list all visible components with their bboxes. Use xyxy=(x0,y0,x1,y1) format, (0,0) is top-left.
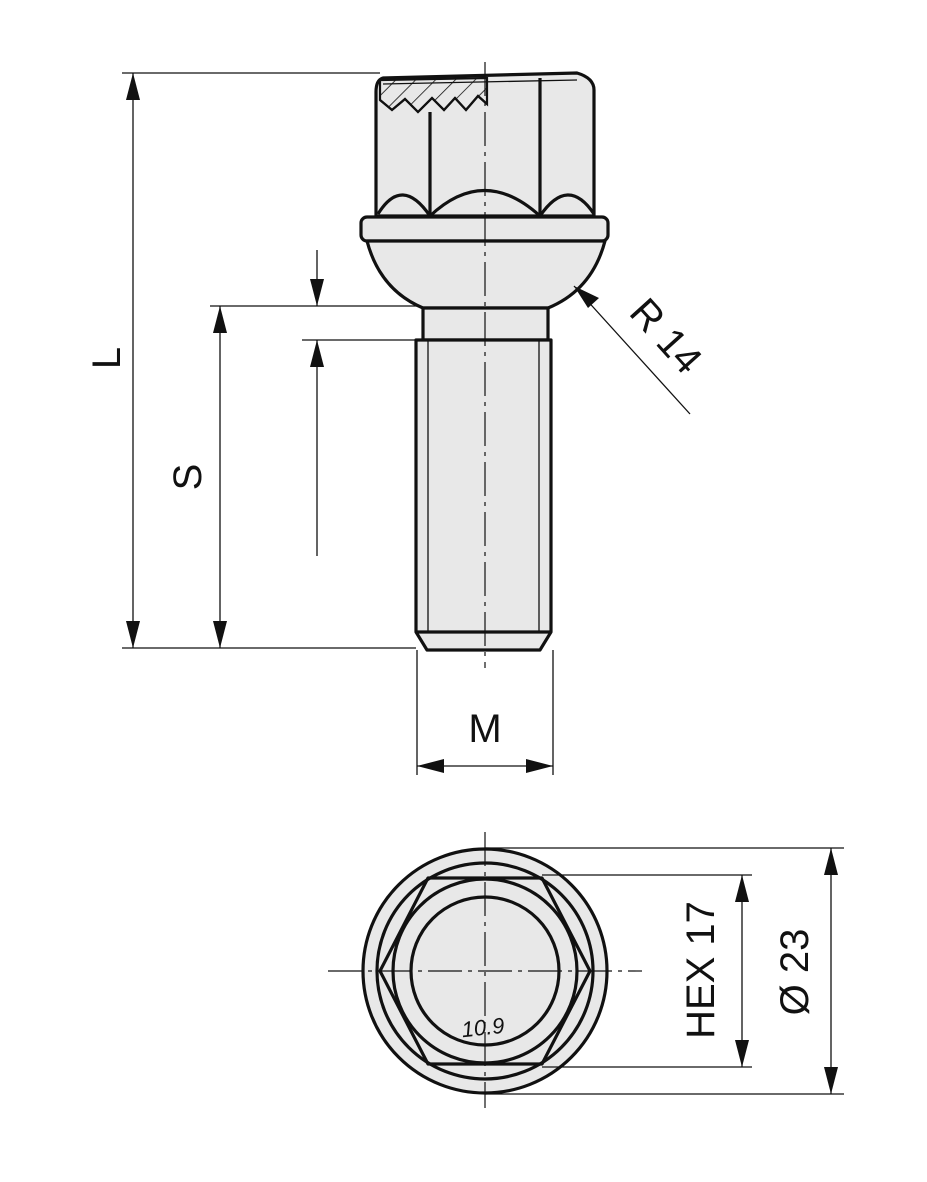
thread-length-label: S xyxy=(166,464,210,491)
thread-size-label: M xyxy=(468,707,501,751)
spherical-seat xyxy=(365,239,607,310)
thread xyxy=(414,338,553,652)
length-label: L xyxy=(85,347,129,369)
radius-label: R 14 xyxy=(621,290,710,382)
dimension-L: L xyxy=(85,72,416,649)
end-view: 10.9 xyxy=(328,832,642,1108)
dimension-undercut xyxy=(302,250,416,556)
dimension-M: M xyxy=(416,650,554,775)
diameter-label: Ø 23 xyxy=(773,929,817,1016)
dimension-hex: HEX 17 xyxy=(542,874,752,1068)
strength-grade-marking: 10.9 xyxy=(460,1013,505,1042)
dimension-diameter: Ø 23 xyxy=(485,847,844,1095)
side-view xyxy=(359,62,610,668)
hex-label: HEX 17 xyxy=(679,901,723,1039)
radius-leader: R 14 xyxy=(573,285,710,415)
dimension-S: S xyxy=(166,305,420,648)
